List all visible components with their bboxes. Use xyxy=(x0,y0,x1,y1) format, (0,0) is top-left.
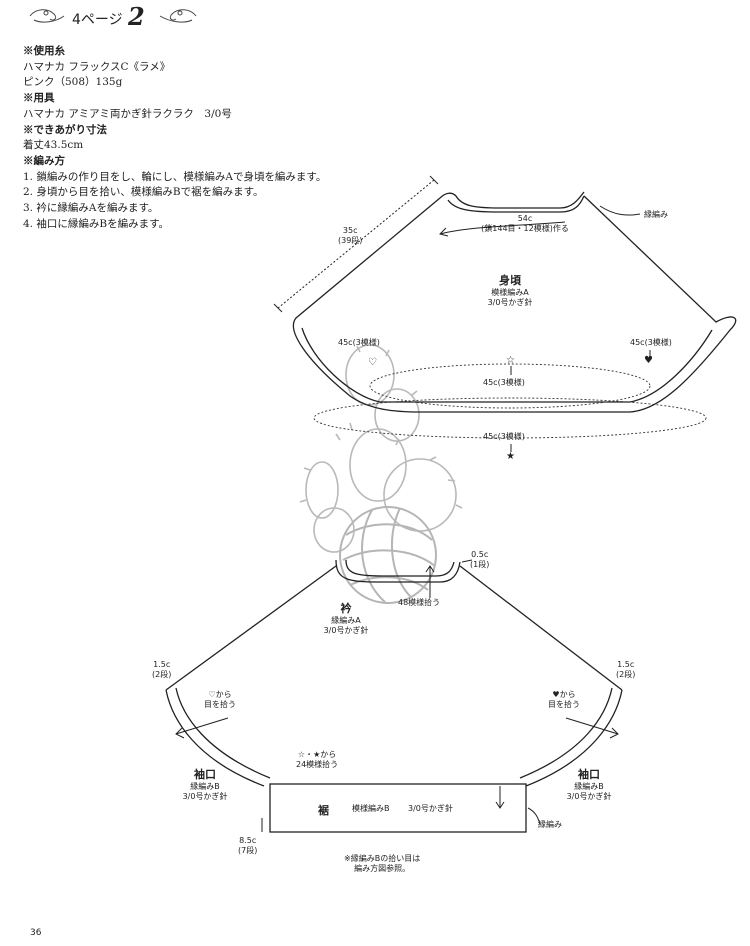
collar-title-block: 衿 縁編みA 3/0号かぎ針 xyxy=(308,600,384,636)
hem-stitch: 模様編みB xyxy=(352,804,390,813)
right-cuff-depth-label: 1.5c (2段) xyxy=(616,660,635,680)
yarn-ball-watermark xyxy=(339,506,437,604)
page-number: 36 xyxy=(30,928,42,938)
right-cuff-depth-value: 1.5c xyxy=(617,660,635,669)
left-cuff-title: 袖口 xyxy=(194,768,216,781)
right-armhole-label: 45c(3模様) xyxy=(630,338,672,347)
right-pickup-line2: 目を拾う xyxy=(548,700,580,709)
collar-rows-value: (1段) xyxy=(470,560,490,569)
tools-heading: ※用具 xyxy=(23,92,55,105)
left-pickup-line1: ♡から xyxy=(208,690,232,699)
edging-leader xyxy=(599,205,641,216)
collar-depth-leader xyxy=(461,559,473,563)
body-hook: 3/0号かぎ針 xyxy=(487,298,533,307)
finished-size: 着丈43.5cm xyxy=(23,139,84,152)
left-pickup-label: ♡から 目を拾う xyxy=(204,690,236,710)
body-stitch: 模様編みA xyxy=(491,288,529,297)
hem-back-mark: ★ xyxy=(506,451,515,462)
left-pickup-line2: 目を拾う xyxy=(204,700,236,709)
arrow-54c xyxy=(439,221,566,237)
instructions-block: ※使用糸 ハマナカ フラックスC《ラメ》 ピンク（508）135g ※用具 ハマ… xyxy=(23,44,326,232)
header-ornament-left xyxy=(29,9,65,23)
cactus-watermark xyxy=(299,344,463,553)
left-cuff-rows-value: (2段) xyxy=(152,670,172,679)
left-heart-mark: ♡ xyxy=(368,357,377,368)
materials-heading: ※使用糸 xyxy=(23,45,65,57)
footnote: ※縁編みBの拾い目は 編み方図参照。 xyxy=(344,854,420,874)
footnote-line2: 編み方図参照。 xyxy=(354,864,411,873)
right-cuff-stitch: 縁編みB xyxy=(574,782,604,791)
size-heading: ※できあがり寸法 xyxy=(23,123,107,136)
collar-hook: 3/0号かぎ針 xyxy=(323,626,369,635)
dimension-ticks xyxy=(273,175,439,313)
collar-pickup-label: 48模様拾う xyxy=(398,598,441,607)
hem-front-mark: ☆ xyxy=(506,355,515,366)
pattern-number: 2 xyxy=(128,2,145,31)
hem-pickup-label: ☆・★から 24模様拾う xyxy=(296,750,338,770)
garment-outline xyxy=(165,559,623,833)
method-heading: ※編み方 xyxy=(23,154,65,167)
step-4: 4. 袖口に縁編みBを編みます。 xyxy=(23,217,170,230)
side-rows-value: (39段) xyxy=(338,236,363,245)
right-cuff-rows-value: (2段) xyxy=(616,670,636,679)
cuff-arrows xyxy=(175,717,619,739)
side-length-label: 35c (39段) xyxy=(338,226,362,246)
right-heart-mark: ♥ xyxy=(644,355,653,366)
hook-name: ハマナカ アミアミ両かぎ針ラクラク 3/0号 xyxy=(23,107,232,120)
body-outline xyxy=(292,191,737,413)
right-cuff-title: 袖口 xyxy=(578,768,600,781)
collar-up-arrow xyxy=(425,565,435,598)
hem-down-arrow xyxy=(495,786,505,809)
left-armhole-label: 45c(3模様) xyxy=(338,338,380,347)
hem-back-label: 45c(3模様) xyxy=(483,432,525,441)
body-title-block: 身頃 模様編みA 3/0号かぎ針 xyxy=(470,272,550,308)
dimension-35c xyxy=(277,179,435,309)
side-length-value: 35c xyxy=(342,226,358,235)
right-pickup-line1: ♥から xyxy=(552,690,576,699)
top-width-value: 54c xyxy=(517,214,533,223)
collar-stitch: 縁編みA xyxy=(331,616,361,625)
hem-pickup-line2: 24模様拾う xyxy=(296,760,339,769)
step-1: 1. 鎖編みの作り目をし、輪にし、模様編みAで身頃を編みます。 xyxy=(23,170,327,183)
hem-title: 裾 xyxy=(318,804,329,817)
yarn-name: ハマナカ フラックスC《ラメ》 xyxy=(23,60,171,73)
collar-depth-label: 0.5c (1段) xyxy=(470,550,489,570)
hem-ellipses xyxy=(313,363,707,439)
hem-front-label: 45c(3模様) xyxy=(483,378,525,387)
collar-title: 衿 xyxy=(340,602,352,615)
left-cuff-depth-value: 1.5c xyxy=(153,660,171,669)
left-cuff-depth-label: 1.5c (2段) xyxy=(152,660,171,680)
right-cuff-hook: 3/0号かぎ針 xyxy=(566,792,612,801)
page-ref: 4ページ xyxy=(72,12,123,28)
collar-depth-value: 0.5c xyxy=(471,550,489,559)
hem-depth-value: 8.5c xyxy=(239,836,257,845)
top-width-label: 54c (鎖144目・12模様)作る xyxy=(455,214,595,234)
step-3: 3. 衿に縁編みAを編みます。 xyxy=(23,202,159,215)
header-ornament-right xyxy=(159,9,197,23)
step-2: 2. 身頃から目を拾い、模様編みBで裾を編みます。 xyxy=(23,186,264,199)
hem-rows-value: (7段) xyxy=(238,846,258,855)
right-pickup-label: ♥から 目を拾う xyxy=(548,690,580,710)
left-cuff-hook: 3/0号かぎ針 xyxy=(182,792,228,801)
hem-depth-bracket xyxy=(261,807,541,832)
hem-edging-label: 縁編み xyxy=(538,820,562,829)
yarn-color: ピンク（508）135g xyxy=(23,76,123,89)
hem-pickup-line1: ☆・★から xyxy=(297,750,337,759)
footnote-line1: ※縁編みBの拾い目は xyxy=(344,854,421,863)
right-cuff-title-block: 袖口 縁編みB 3/0号かぎ針 xyxy=(554,766,624,802)
left-cuff-title-block: 袖口 縁編みB 3/0号かぎ針 xyxy=(170,766,240,802)
hem-hook: 3/0号かぎ針 xyxy=(408,804,453,813)
hem-depth-label: 8.5c (7段) xyxy=(238,836,257,856)
left-cuff-stitch: 縁編みB xyxy=(190,782,220,791)
body-title: 身頃 xyxy=(499,274,521,287)
body-edging-label: 縁編み xyxy=(644,210,668,219)
foundation-text: (鎖144目・12模様)作る xyxy=(481,224,569,233)
